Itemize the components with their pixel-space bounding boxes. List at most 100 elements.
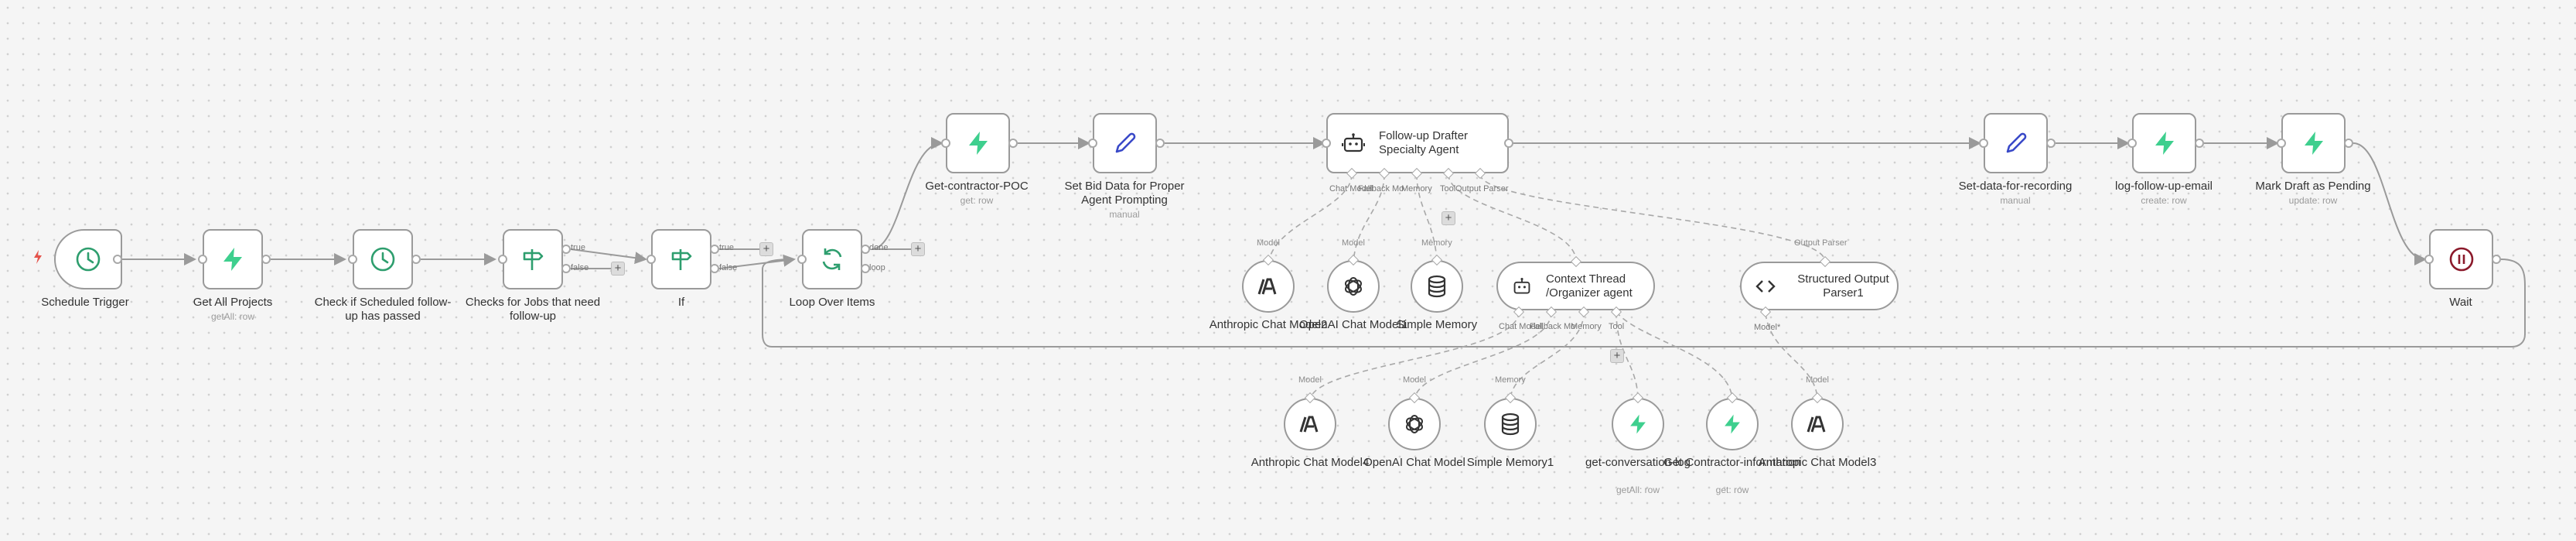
node-set-data-for-recording[interactable] xyxy=(1984,113,2048,173)
clock-icon xyxy=(370,246,396,272)
node-label: OpenAI Chat Model xyxy=(1363,456,1465,469)
node-openai-chat-model1[interactable] xyxy=(1327,260,1380,313)
node-label: If xyxy=(677,296,685,309)
output-port-false[interactable] xyxy=(710,264,719,273)
supabase-bolt-icon xyxy=(2151,130,2178,156)
output-port[interactable] xyxy=(2492,255,2501,264)
openai-icon xyxy=(1342,275,1365,298)
output-port-done[interactable] xyxy=(861,245,870,254)
node-checks-for-jobs[interactable] xyxy=(503,229,563,289)
edge-jobs-true-to-if xyxy=(570,248,647,265)
code-brackets-icon xyxy=(1755,279,1776,294)
input-port[interactable] xyxy=(797,255,807,264)
node-label: Set Bid Data for Proper Agent Prompting xyxy=(1064,180,1185,207)
branch-loop-label: loop xyxy=(869,263,885,272)
input-port[interactable] xyxy=(2424,255,2434,264)
edge-dash-contractorinfo xyxy=(1616,311,1733,402)
output-port[interactable] xyxy=(1155,139,1165,148)
pen-icon xyxy=(2003,130,2029,156)
branch-true-label: true xyxy=(719,243,734,252)
input-port[interactable] xyxy=(2277,139,2286,148)
node-schedule-trigger[interactable] xyxy=(54,229,122,289)
pen-icon xyxy=(1112,130,1138,156)
node-if[interactable] xyxy=(651,229,711,289)
port-label-model-required: Model* xyxy=(1754,323,1781,332)
port-label-memory: Memory xyxy=(1401,184,1432,193)
node-label: Anthropic Chat Model3 xyxy=(1758,456,1877,469)
node-sublabel: getAll: row xyxy=(1616,485,1660,495)
edge-dash-convlog xyxy=(1616,311,1639,402)
add-tool-button[interactable]: + xyxy=(1610,349,1624,363)
node-simple-memory1[interactable] xyxy=(1484,398,1537,450)
output-port[interactable] xyxy=(2046,139,2056,148)
input-port[interactable] xyxy=(198,255,207,264)
node-label: OpenAI Chat Model1 xyxy=(1298,318,1408,331)
output-port-false[interactable] xyxy=(561,264,571,273)
anthropic-icon xyxy=(1807,416,1828,433)
add-node-button[interactable]: + xyxy=(611,262,625,276)
input-port[interactable] xyxy=(647,255,656,264)
node-simple-memory[interactable] xyxy=(1411,260,1463,313)
output-port[interactable] xyxy=(2195,139,2204,148)
node-anthropic-chat-model2[interactable] xyxy=(1242,260,1295,313)
edge-dash-memory xyxy=(1416,173,1438,268)
input-port[interactable] xyxy=(498,255,507,264)
node-set-bid-data[interactable] xyxy=(1093,113,1157,173)
output-port[interactable] xyxy=(2344,139,2353,148)
output-port-true[interactable] xyxy=(561,245,571,254)
node-sublabel: create: row xyxy=(2141,195,2187,206)
output-port[interactable] xyxy=(113,255,122,264)
node-get-conversation-log[interactable] xyxy=(1612,398,1664,450)
output-port[interactable] xyxy=(261,255,271,264)
node-label: log-follow-up-email xyxy=(2115,180,2213,193)
node-context-thread-agent[interactable]: Context Thread /Organizer agent xyxy=(1496,262,1655,310)
node-label: Check if Scheduled follow-up has passed xyxy=(314,296,452,323)
port-label-memory: Memory xyxy=(1571,322,1602,331)
conn-label-model: Model xyxy=(1257,238,1280,248)
supabase-bolt-icon xyxy=(2301,130,2327,156)
node-get-contractor-information[interactable] xyxy=(1706,398,1759,450)
robot-icon xyxy=(1342,132,1365,154)
edge-wait-loop-back xyxy=(762,259,2526,348)
node-structured-output-parser1[interactable]: Structured Output Parser1 xyxy=(1740,262,1899,310)
node-sublabel: manual xyxy=(1109,209,1140,220)
database-icon xyxy=(1427,275,1447,298)
branch-done-label: done xyxy=(869,243,889,252)
node-get-contractor-poc[interactable] xyxy=(946,113,1010,173)
output-port-loop[interactable] xyxy=(861,264,870,273)
node-loop-over-items[interactable] xyxy=(802,229,862,289)
node-label: Checks for Jobs that need follow-up xyxy=(465,296,601,323)
port-label-chat-model: Chat Model xyxy=(1329,184,1373,193)
input-port[interactable] xyxy=(1322,139,1331,148)
input-port[interactable] xyxy=(1979,139,1988,148)
node-label: Get-contractor-POC xyxy=(925,180,1029,193)
node-openai-chat-model[interactable] xyxy=(1388,398,1441,450)
add-node-button[interactable]: + xyxy=(759,242,773,256)
output-port-true[interactable] xyxy=(710,245,719,254)
node-mark-draft-pending[interactable] xyxy=(2281,113,2346,173)
node-log-follow-up-email[interactable] xyxy=(2132,113,2196,173)
add-tool-button[interactable]: + xyxy=(1442,211,1455,225)
node-get-all-projects[interactable] xyxy=(203,229,263,289)
output-port[interactable] xyxy=(411,255,421,264)
node-follow-up-drafter-agent[interactable]: Follow-up Drafter Specialty Agent xyxy=(1326,113,1509,173)
input-port[interactable] xyxy=(2127,139,2137,148)
input-port[interactable] xyxy=(1088,139,1097,148)
conn-label-model: Model xyxy=(1298,375,1322,385)
conn-label-memory: Memory xyxy=(1421,238,1452,248)
add-node-button[interactable]: + xyxy=(911,242,925,256)
edge-dash-openai1 xyxy=(1353,173,1385,268)
node-label: Simple Memory xyxy=(1396,318,1478,331)
node-check-follow-up[interactable] xyxy=(353,229,413,289)
conn-label-output-parser: Output Parser xyxy=(1794,238,1848,248)
output-port[interactable] xyxy=(1008,139,1018,148)
openai-icon xyxy=(1403,413,1426,436)
input-port[interactable] xyxy=(941,139,950,148)
input-port[interactable] xyxy=(348,255,357,264)
node-wait[interactable] xyxy=(2429,229,2493,289)
edge-dash-tool-context xyxy=(1448,173,1577,262)
node-anthropic-chat-model3[interactable] xyxy=(1791,398,1844,450)
node-anthropic-chat-model4[interactable] xyxy=(1284,398,1336,450)
output-port[interactable] xyxy=(1504,139,1513,148)
